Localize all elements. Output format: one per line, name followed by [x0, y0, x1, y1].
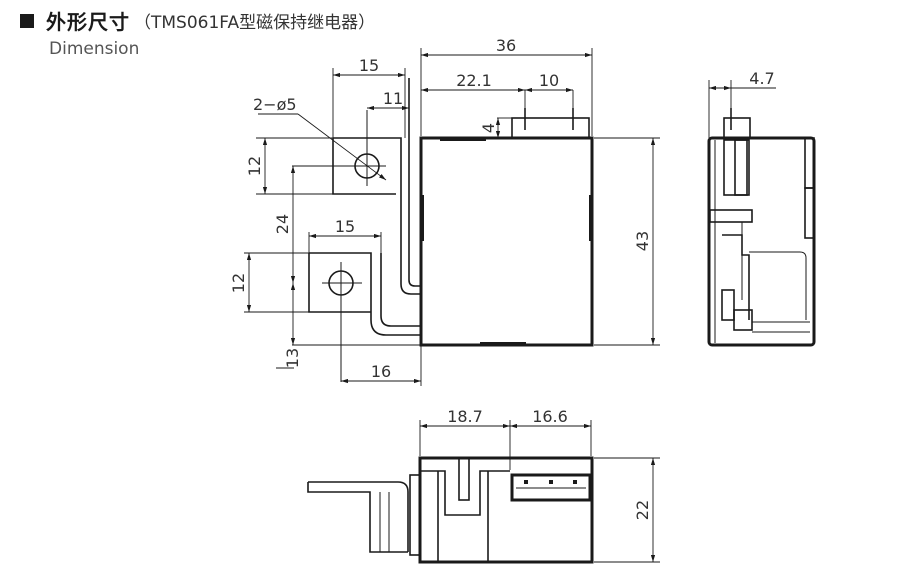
- dim-terminal-height: 4: [479, 123, 498, 133]
- bottom-bracket: [308, 481, 409, 552]
- side-view: 4.7: [707, 69, 816, 347]
- side-body-outline: [707, 136, 816, 347]
- bottom-view: 18.7 16.6 22: [307, 407, 660, 564]
- dim-lower-bracket-width: 15: [335, 217, 355, 236]
- model-name: （TMS061FA型磁保持继电器）: [134, 13, 376, 33]
- dim-upper-bracket-height: 12: [245, 156, 264, 176]
- side-terminal-housing: [723, 117, 751, 139]
- section-title: 外形尺寸: [46, 10, 130, 34]
- right-clip: [589, 195, 593, 241]
- dim-hole-spec: 2−ø5: [253, 95, 297, 114]
- dim-terminal-offset: 22.1: [456, 71, 492, 90]
- top-slot: [440, 137, 486, 141]
- bottom-slot: [480, 342, 526, 346]
- dim-hole-spacing: 24: [273, 214, 292, 234]
- dim-terminal-pitch: 10: [539, 71, 559, 90]
- dim-side-terminal-offset: 4.7: [749, 69, 774, 88]
- front-view: 36 22.1 10 4 43 15 11 2−ø5 12: [229, 36, 660, 386]
- dim-bottom-right: 16.6: [532, 407, 568, 426]
- dim-overall-width: 36: [496, 36, 516, 55]
- dim-lower-hole-bottom-offset: 13: [283, 348, 302, 368]
- lower-bracket-inner: [380, 253, 421, 327]
- dim-upper-bracket-width: 15: [359, 56, 379, 75]
- dim-bottom-left: 18.7: [447, 407, 483, 426]
- dim-upper-hole-offset: 11: [383, 89, 403, 108]
- lower-bracket: [309, 252, 421, 336]
- connector-socket: [510, 473, 592, 502]
- left-clip: [420, 195, 424, 241]
- section-bullet-icon: [20, 13, 34, 28]
- dim-bottom-height: 22: [633, 500, 652, 520]
- dim-body-height: 43: [633, 231, 652, 251]
- upper-bracket: [333, 137, 421, 295]
- section-subtitle: Dimension: [49, 39, 140, 59]
- relay-body-outline: [419, 136, 594, 347]
- bottom-terminal-pin: [458, 457, 470, 501]
- terminal-housing: [511, 117, 590, 139]
- section-header: 外形尺寸 （TMS061FA型磁保持继电器）: [20, 6, 375, 35]
- dim-lower-hole-offset: 16: [371, 362, 391, 381]
- dim-lower-bracket-height: 12: [229, 273, 248, 293]
- upper-bracket-inner: [408, 78, 421, 287]
